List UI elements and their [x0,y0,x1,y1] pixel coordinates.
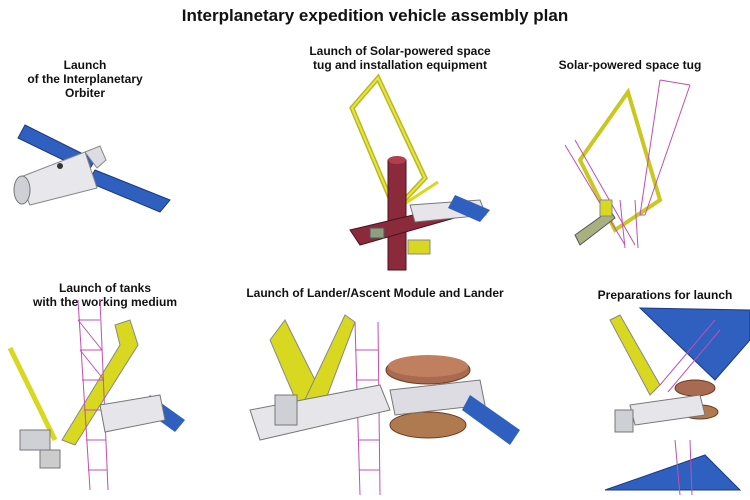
panel-caption: Launch of Lander/Ascent Module and Lande… [246,286,504,300]
panel-caption: Launch of Solar-powered space tug and in… [309,44,491,72]
panel-caption: Launch of the Interplanetary Orbiter [27,58,143,100]
page-title: Interplanetary expedition vehicle assemb… [181,6,569,25]
panel-caption: Solar-powered space tug [558,58,702,72]
panel-caption: Launch of tanks with the working medium [32,281,177,309]
panel-caption: Preparations for launch [597,288,733,302]
